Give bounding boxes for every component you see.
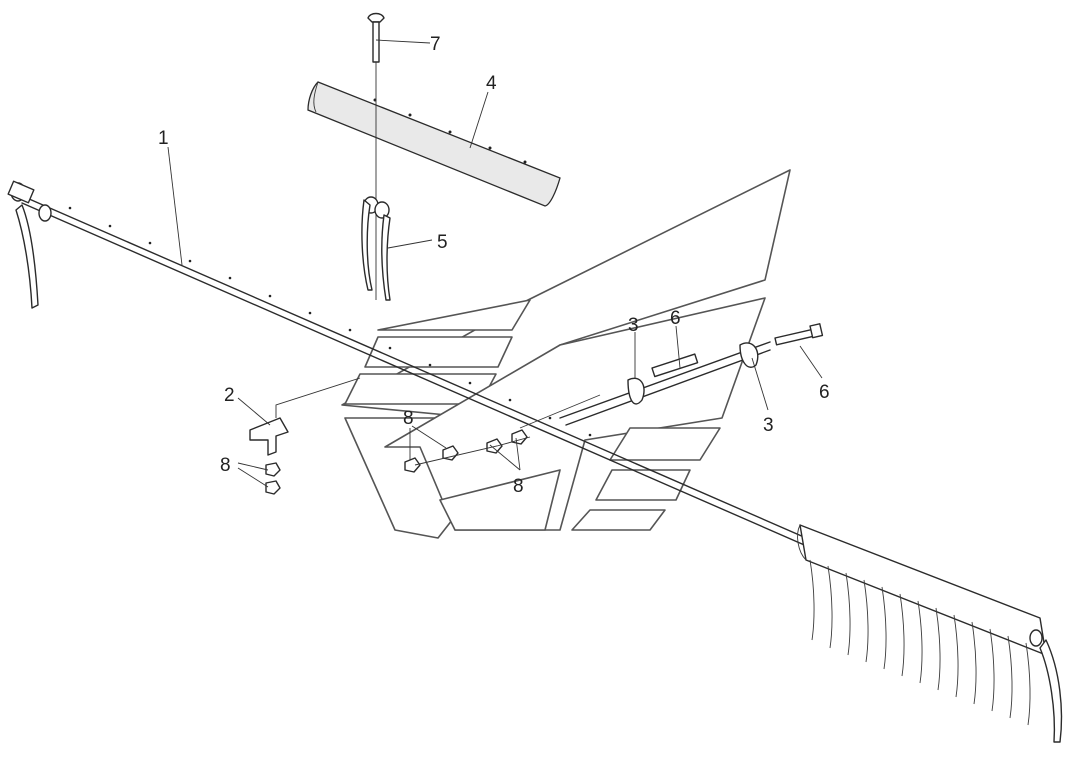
callout-2: 2 xyxy=(224,385,235,406)
callout-6-upper: 6 xyxy=(670,308,681,329)
carriage-bolt xyxy=(367,12,385,300)
callout-3-lower: 3 xyxy=(763,415,774,436)
bracket xyxy=(249,377,361,495)
watermark-logo xyxy=(341,169,791,539)
shaft-assembly xyxy=(7,180,1063,743)
callout-1: 1 xyxy=(158,128,169,149)
spring-tine xyxy=(361,196,391,301)
leader-lines xyxy=(167,39,823,488)
callout-labels: 1 2 3 3 4 5 6 6 7 8 8 8 xyxy=(158,34,830,497)
cover-channel xyxy=(307,81,561,207)
callout-5: 5 xyxy=(437,232,448,253)
callout-8-right: 8 xyxy=(513,476,524,497)
callout-8-middle: 8 xyxy=(403,408,414,429)
callout-3-upper: 3 xyxy=(628,315,639,336)
callout-8-left: 8 xyxy=(220,455,231,476)
callout-6-lower: 6 xyxy=(819,382,830,403)
callout-7: 7 xyxy=(430,34,441,55)
callout-4: 4 xyxy=(486,73,497,94)
